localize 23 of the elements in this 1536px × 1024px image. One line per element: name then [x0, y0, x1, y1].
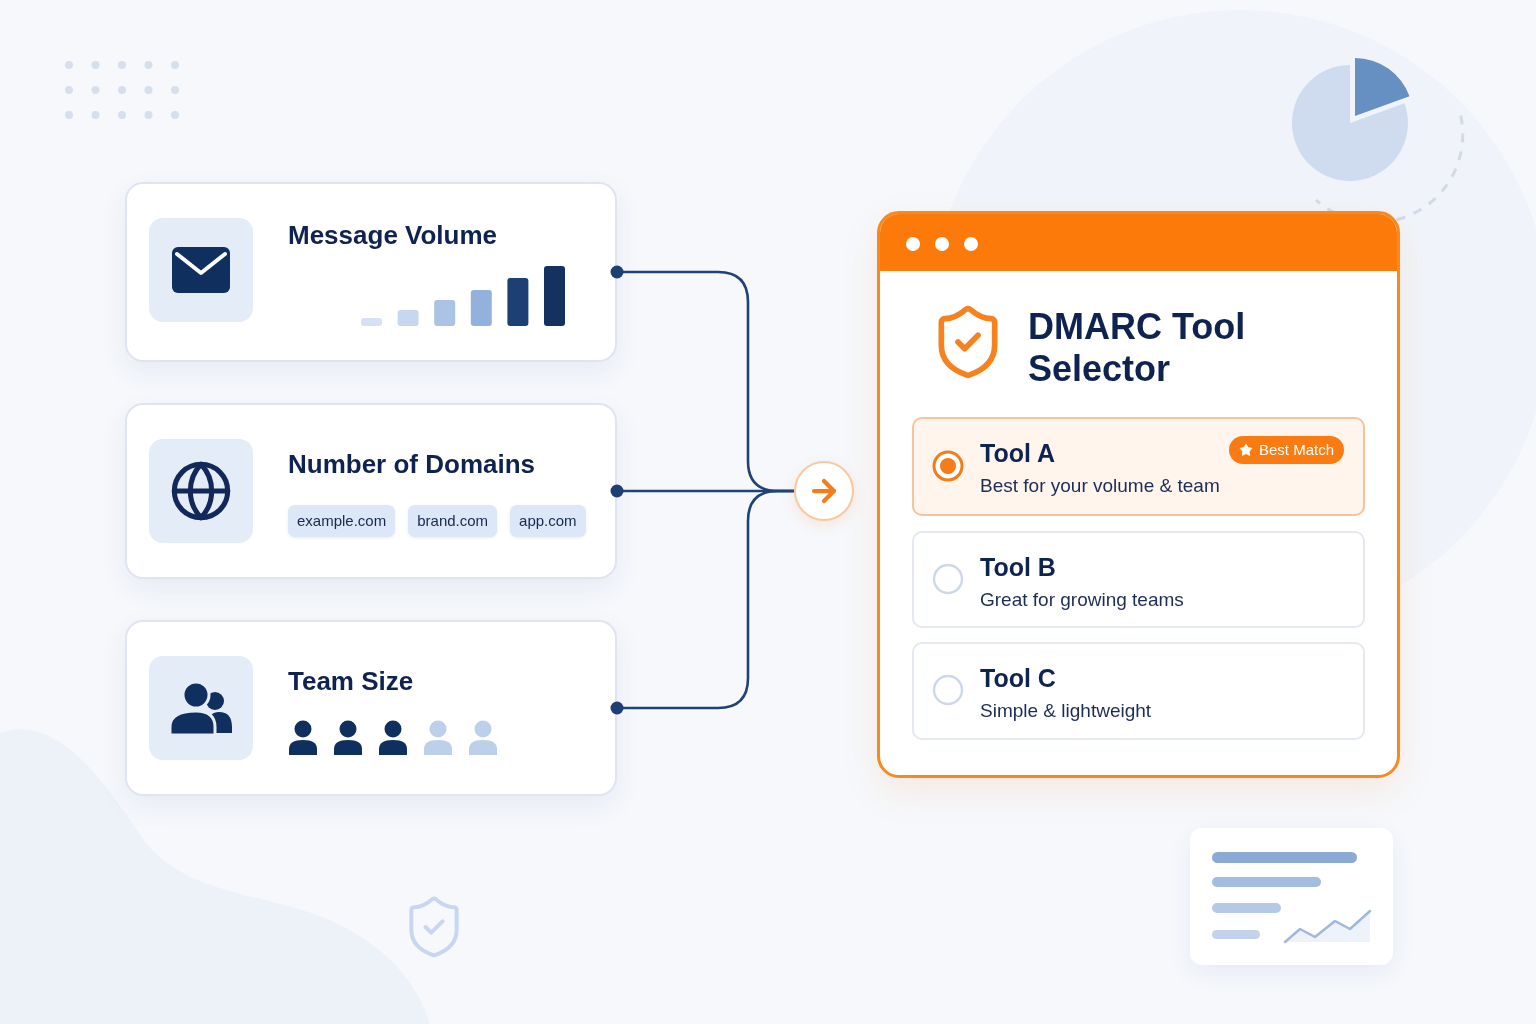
window-title: DMARC Tool Selector — [1028, 306, 1247, 390]
option-card — [912, 642, 1365, 740]
option-description: Great for growing teams — [980, 588, 1184, 612]
highlight-badge — [1228, 436, 1344, 464]
input-card — [125, 620, 617, 796]
option-description: Best for your volume & team — [980, 474, 1220, 498]
domain-tag: app.com — [510, 505, 586, 537]
option-card — [912, 531, 1365, 628]
domain-tag: brand.com — [408, 505, 498, 537]
input-card — [125, 182, 617, 362]
badge-label: Best Match — [1258, 441, 1334, 459]
app-window — [877, 211, 1400, 778]
selected-option-card — [912, 417, 1365, 516]
card-title: Number of Domains — [288, 449, 536, 479]
domain-tag: example.com — [288, 505, 396, 537]
card-title: Team Size — [288, 666, 414, 696]
connector-line — [610, 489, 794, 715]
option-title: Tool B — [980, 553, 1056, 581]
option-description: Simple & lightweight — [980, 699, 1152, 723]
option-title: Tool A — [980, 439, 1055, 467]
input-card — [125, 403, 617, 579]
option-title: Tool C — [980, 664, 1056, 692]
card-title: Message Volume — [288, 220, 498, 250]
